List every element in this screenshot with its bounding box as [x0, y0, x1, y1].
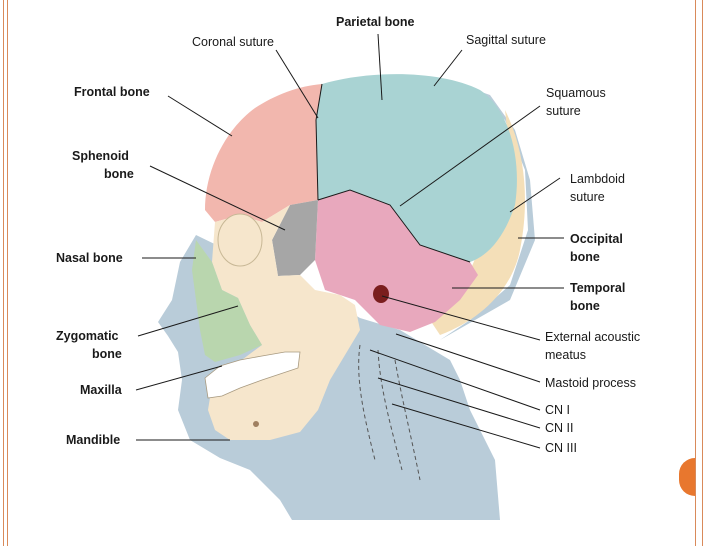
- label-lambdoid-suture-line2: suture: [570, 190, 605, 204]
- label-zygomatic-bone-line2: bone: [92, 347, 122, 361]
- label-squamous-suture-line1: Squamous: [546, 86, 606, 100]
- label-cn-ii: CN II: [545, 421, 573, 435]
- leader-parietal: [377, 33, 383, 101]
- frontal-bone: [205, 84, 322, 222]
- label-sphenoid-bone-line2: bone: [104, 167, 134, 181]
- label-sagittal-suture: Sagittal suture: [466, 33, 546, 47]
- label-maxilla: Maxilla: [80, 383, 123, 397]
- label-temporal-bone-line2: bone: [570, 299, 600, 313]
- label-frontal-bone: Frontal bone: [74, 85, 150, 99]
- leader-cn3: [391, 403, 541, 449]
- label-parietal-bone: Parietal bone: [336, 15, 415, 29]
- label-mastoid-process: Mastoid process: [545, 376, 636, 390]
- occipital-bone: [430, 110, 525, 335]
- leader-cn1: [369, 349, 541, 411]
- label-zygomatic-bone-line1: Zygomatic: [56, 329, 119, 343]
- slide-right-border: [695, 0, 703, 546]
- acoustic-meatus-opening: [373, 285, 389, 303]
- leader-zygomatic: [137, 305, 239, 337]
- label-external-acoustic-meatus-line1: External acoustic: [545, 330, 640, 344]
- leader-cn2: [377, 377, 541, 429]
- label-occipital-bone-line2: bone: [570, 250, 600, 264]
- orbit: [217, 213, 263, 267]
- slide-tab-marker: [679, 458, 695, 496]
- leader-mastoid: [395, 333, 541, 383]
- label-external-acoustic-meatus-line2: meatus: [545, 348, 586, 362]
- leader-frontal: [167, 95, 233, 137]
- parietal-bone: [316, 74, 517, 263]
- leader-lambdoid: [509, 177, 561, 213]
- label-mandible: Mandible: [66, 433, 120, 447]
- mental-foramen: [253, 421, 259, 427]
- label-cn-i: CN I: [545, 403, 570, 417]
- leader-coronal: [275, 49, 319, 119]
- leader-squamous: [399, 105, 541, 207]
- squamous-suture-line: [317, 189, 471, 263]
- label-occipital-bone-line1: Occipital: [570, 232, 623, 246]
- temporal-bone: [315, 190, 478, 332]
- cn-dashed-2: [377, 349, 403, 471]
- cn-dashed-3: [394, 359, 421, 481]
- slide-left-border: [3, 0, 8, 546]
- label-temporal-bone-line1: Temporal: [570, 281, 625, 295]
- leader-sphenoid: [149, 165, 286, 231]
- label-sphenoid-bone-line1: Sphenoid: [72, 149, 129, 163]
- coronal-suture-line: [315, 83, 323, 201]
- sphenoid-bone: [272, 200, 318, 276]
- label-coronal-suture: Coronal suture: [192, 35, 274, 49]
- label-nasal-bone: Nasal bone: [56, 251, 123, 265]
- label-cn-iii: CN III: [545, 441, 577, 455]
- leader-maxilla: [135, 365, 223, 391]
- leader-sagittal: [433, 49, 463, 87]
- maxilla-bone: [192, 240, 262, 362]
- label-lambdoid-suture-line1: Lambdoid: [570, 172, 625, 186]
- label-squamous-suture-line2: suture: [546, 104, 581, 118]
- teeth: [204, 351, 301, 399]
- leader-meatus: [381, 295, 541, 341]
